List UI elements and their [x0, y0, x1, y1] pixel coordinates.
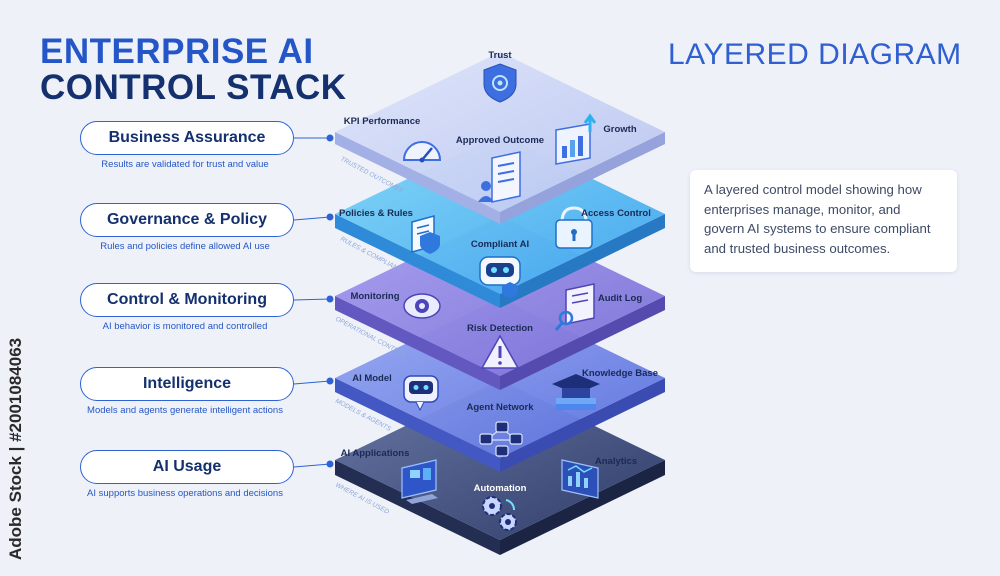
layer-pill-ai-usage: AI Usage — [80, 450, 294, 484]
network-icon — [479, 421, 523, 457]
connector-dot-intelligence — [326, 377, 334, 385]
connector-dot-business — [326, 134, 334, 142]
node-access: Access Control — [581, 208, 651, 219]
gauge-icon — [402, 141, 442, 163]
layer-sub-business-assurance: Results are validated for trust and valu… — [101, 159, 269, 170]
node-kpi: KPI Performance — [344, 116, 421, 127]
chart-icon — [555, 113, 597, 165]
side-label-trusted: TRUSTED OUTCOMES — [339, 156, 405, 195]
layer-pill-business-assurance: Business Assurance — [80, 121, 294, 155]
node-growth: Growth — [603, 124, 636, 135]
stock-watermark: Adobe Stock | #2001084063 — [6, 337, 25, 560]
node-automation: Automation — [474, 483, 527, 494]
connector-dot-control — [326, 295, 334, 303]
page-title-line2: CONTROL STACK — [40, 68, 347, 107]
side-label-where: WHERE AI IS USED — [334, 482, 390, 516]
layer-intelligence — [335, 298, 665, 472]
connector-ai-usage — [293, 463, 331, 468]
layer-sub-ai-usage: AI supports business operations and deci… — [87, 488, 283, 499]
analytics-icon — [561, 459, 599, 499]
layer-sub-control: AI behavior is monitored and controlled — [102, 321, 268, 332]
robot-icon — [479, 256, 521, 298]
eye-icon — [403, 293, 441, 319]
padlock-icon — [555, 206, 593, 249]
node-model: AI Model — [352, 373, 392, 384]
magnifier-document-icon — [554, 283, 595, 331]
layer-pill-governance: Governance & Policy — [80, 203, 294, 237]
layer-business-assurance — [335, 52, 665, 224]
description-box: A layered control model showing how ente… — [690, 170, 957, 272]
connector-control — [293, 298, 331, 301]
connector-dot-governance — [326, 213, 334, 221]
page-title-line1: ENTERPRISE AI — [40, 32, 314, 71]
side-label-models: MODELS & AGENTS — [334, 398, 393, 434]
diagram-type-heading: LAYERED DIAGRAM — [668, 38, 962, 71]
side-label-operational: OPERATIONAL CONTROL — [334, 316, 408, 360]
side-label-rules: RULES & COMPLIANCE — [339, 236, 407, 277]
layer-pill-control: Control & Monitoring — [80, 283, 294, 317]
node-risk: Risk Detection — [467, 323, 533, 334]
layer-ai-usage — [335, 380, 665, 555]
warning-icon — [480, 334, 520, 369]
document-shield-icon — [411, 215, 440, 254]
node-trust: Trust — [488, 50, 512, 61]
layer-pill-intelligence: Intelligence — [80, 367, 294, 401]
gears-icon — [482, 496, 517, 531]
node-approved: Approved Outcome — [456, 135, 544, 146]
ai-chip-icon — [403, 375, 439, 412]
graduation-cap-icon — [552, 374, 600, 410]
node-policies: Policies & Rules — [339, 208, 413, 219]
document-person-icon — [478, 151, 521, 203]
node-analytics: Analytics — [595, 456, 637, 467]
connector-dot-ai-usage — [326, 460, 334, 468]
layer-sub-intelligence: Models and agents generate intelligent a… — [87, 405, 283, 416]
layer-governance — [335, 134, 665, 308]
node-apps: AI Applications — [341, 448, 410, 459]
shield-icon — [483, 63, 517, 103]
layer-sub-governance: Rules and policies define allowed AI use — [100, 241, 270, 252]
node-audit: Audit Log — [598, 293, 643, 304]
monitor-icon — [401, 459, 438, 504]
node-monitoring: Monitoring — [350, 291, 399, 302]
node-agent: Agent Network — [466, 402, 534, 413]
layer-control — [335, 216, 665, 390]
node-compliant: Compliant AI — [471, 239, 529, 250]
connector-intelligence — [293, 380, 331, 385]
connector-governance — [293, 216, 331, 221]
node-knowledge: Knowledge Base — [582, 368, 658, 379]
